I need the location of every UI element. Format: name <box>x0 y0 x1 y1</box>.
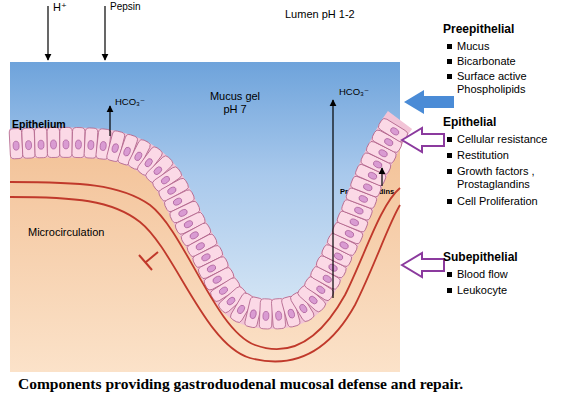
pepsin-arrow <box>104 6 105 60</box>
blood-vessel <box>10 182 400 349</box>
list-item: Mucus <box>457 40 489 53</box>
bicarbonate-arrow <box>332 100 333 298</box>
lumen-label: Lumen pH 1-2 <box>285 8 355 21</box>
epithelium-band-shape <box>10 95 402 340</box>
bullet <box>447 44 452 49</box>
layer-label: Mucus gel pH 7 <box>203 90 267 116</box>
epithelial-cell <box>72 127 85 157</box>
prostaglandin-arrow <box>381 168 382 186</box>
list-heading: Preepithelial <box>443 22 514 36</box>
blood-vessel <box>10 197 400 361</box>
list-heading: Subepithelial <box>443 250 518 264</box>
bullet <box>447 153 452 158</box>
bullet <box>447 199 452 204</box>
enzyme-label: Pepsin <box>110 1 141 13</box>
epithelial-cell <box>22 128 36 158</box>
pointer-arrow <box>402 128 444 152</box>
bullet <box>447 59 452 64</box>
epithelial-cell <box>47 127 60 157</box>
list-item: Cellular resistance <box>457 133 547 146</box>
epithelial-cell <box>60 127 72 157</box>
list-item: Blood flow <box>457 268 508 281</box>
list-item: Growth factors , Prostaglandins <box>457 165 569 191</box>
list-item: Restitution <box>457 149 509 162</box>
bullet <box>447 272 452 277</box>
inhibition-symbol <box>139 252 158 270</box>
pointer-arrow <box>404 90 454 114</box>
bullet <box>447 137 452 142</box>
tissue-region <box>10 120 400 372</box>
bullet <box>447 169 452 174</box>
bicarbonate-arrow <box>109 106 110 136</box>
bullet <box>447 288 452 293</box>
pointer-arrow <box>402 253 444 277</box>
ion-label: H⁺ <box>53 1 67 14</box>
list-item: Surface active Phospholipids <box>457 70 569 96</box>
list-item: Leukocyte <box>457 284 507 297</box>
bullet <box>447 74 452 79</box>
list-item: Cell Proliferation <box>457 195 538 208</box>
figure-caption: Components providing gastroduodenal muco… <box>18 375 463 393</box>
epithelium-band: Epithelium <box>10 95 402 340</box>
epithelial-cell <box>9 128 23 159</box>
epithelial-cell <box>377 117 409 143</box>
list-heading: Epithelial <box>443 115 496 129</box>
acid-arrow <box>47 6 48 60</box>
epithelial-cell <box>34 128 47 158</box>
layer-label: Microcirculation <box>28 226 104 239</box>
epithelial-cell <box>259 299 273 330</box>
layer-label: Epithelium <box>12 118 66 131</box>
list-item: Bicarbonate <box>457 55 516 68</box>
